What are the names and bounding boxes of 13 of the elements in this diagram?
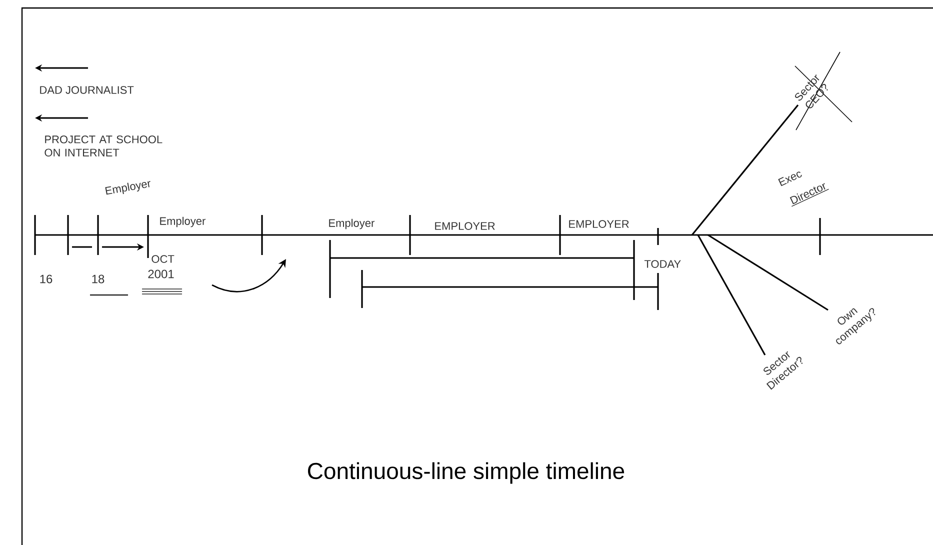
- timeline-label: 16: [40, 274, 52, 284]
- timeline-label: 2001: [148, 270, 174, 278]
- timeline-label: Employer: [105, 181, 150, 195]
- timeline-label: EMPLOYER: [435, 222, 495, 230]
- caption: Continuous-line simple timeline: [308, 462, 624, 484]
- timeline-label: Employer: [160, 216, 206, 228]
- timeline-label: Employer: [329, 218, 374, 230]
- timeline-label: DAD JOURNALIST: [40, 86, 134, 94]
- timeline-label: TODAY: [644, 260, 681, 268]
- timeline-label: OCT: [152, 255, 174, 263]
- timeline-label: EMPLOYER: [569, 220, 629, 228]
- timeline-label: 18: [92, 274, 104, 284]
- timeline-label: PROJECT AT SCHOOL ON INTERNET: [44, 136, 162, 156]
